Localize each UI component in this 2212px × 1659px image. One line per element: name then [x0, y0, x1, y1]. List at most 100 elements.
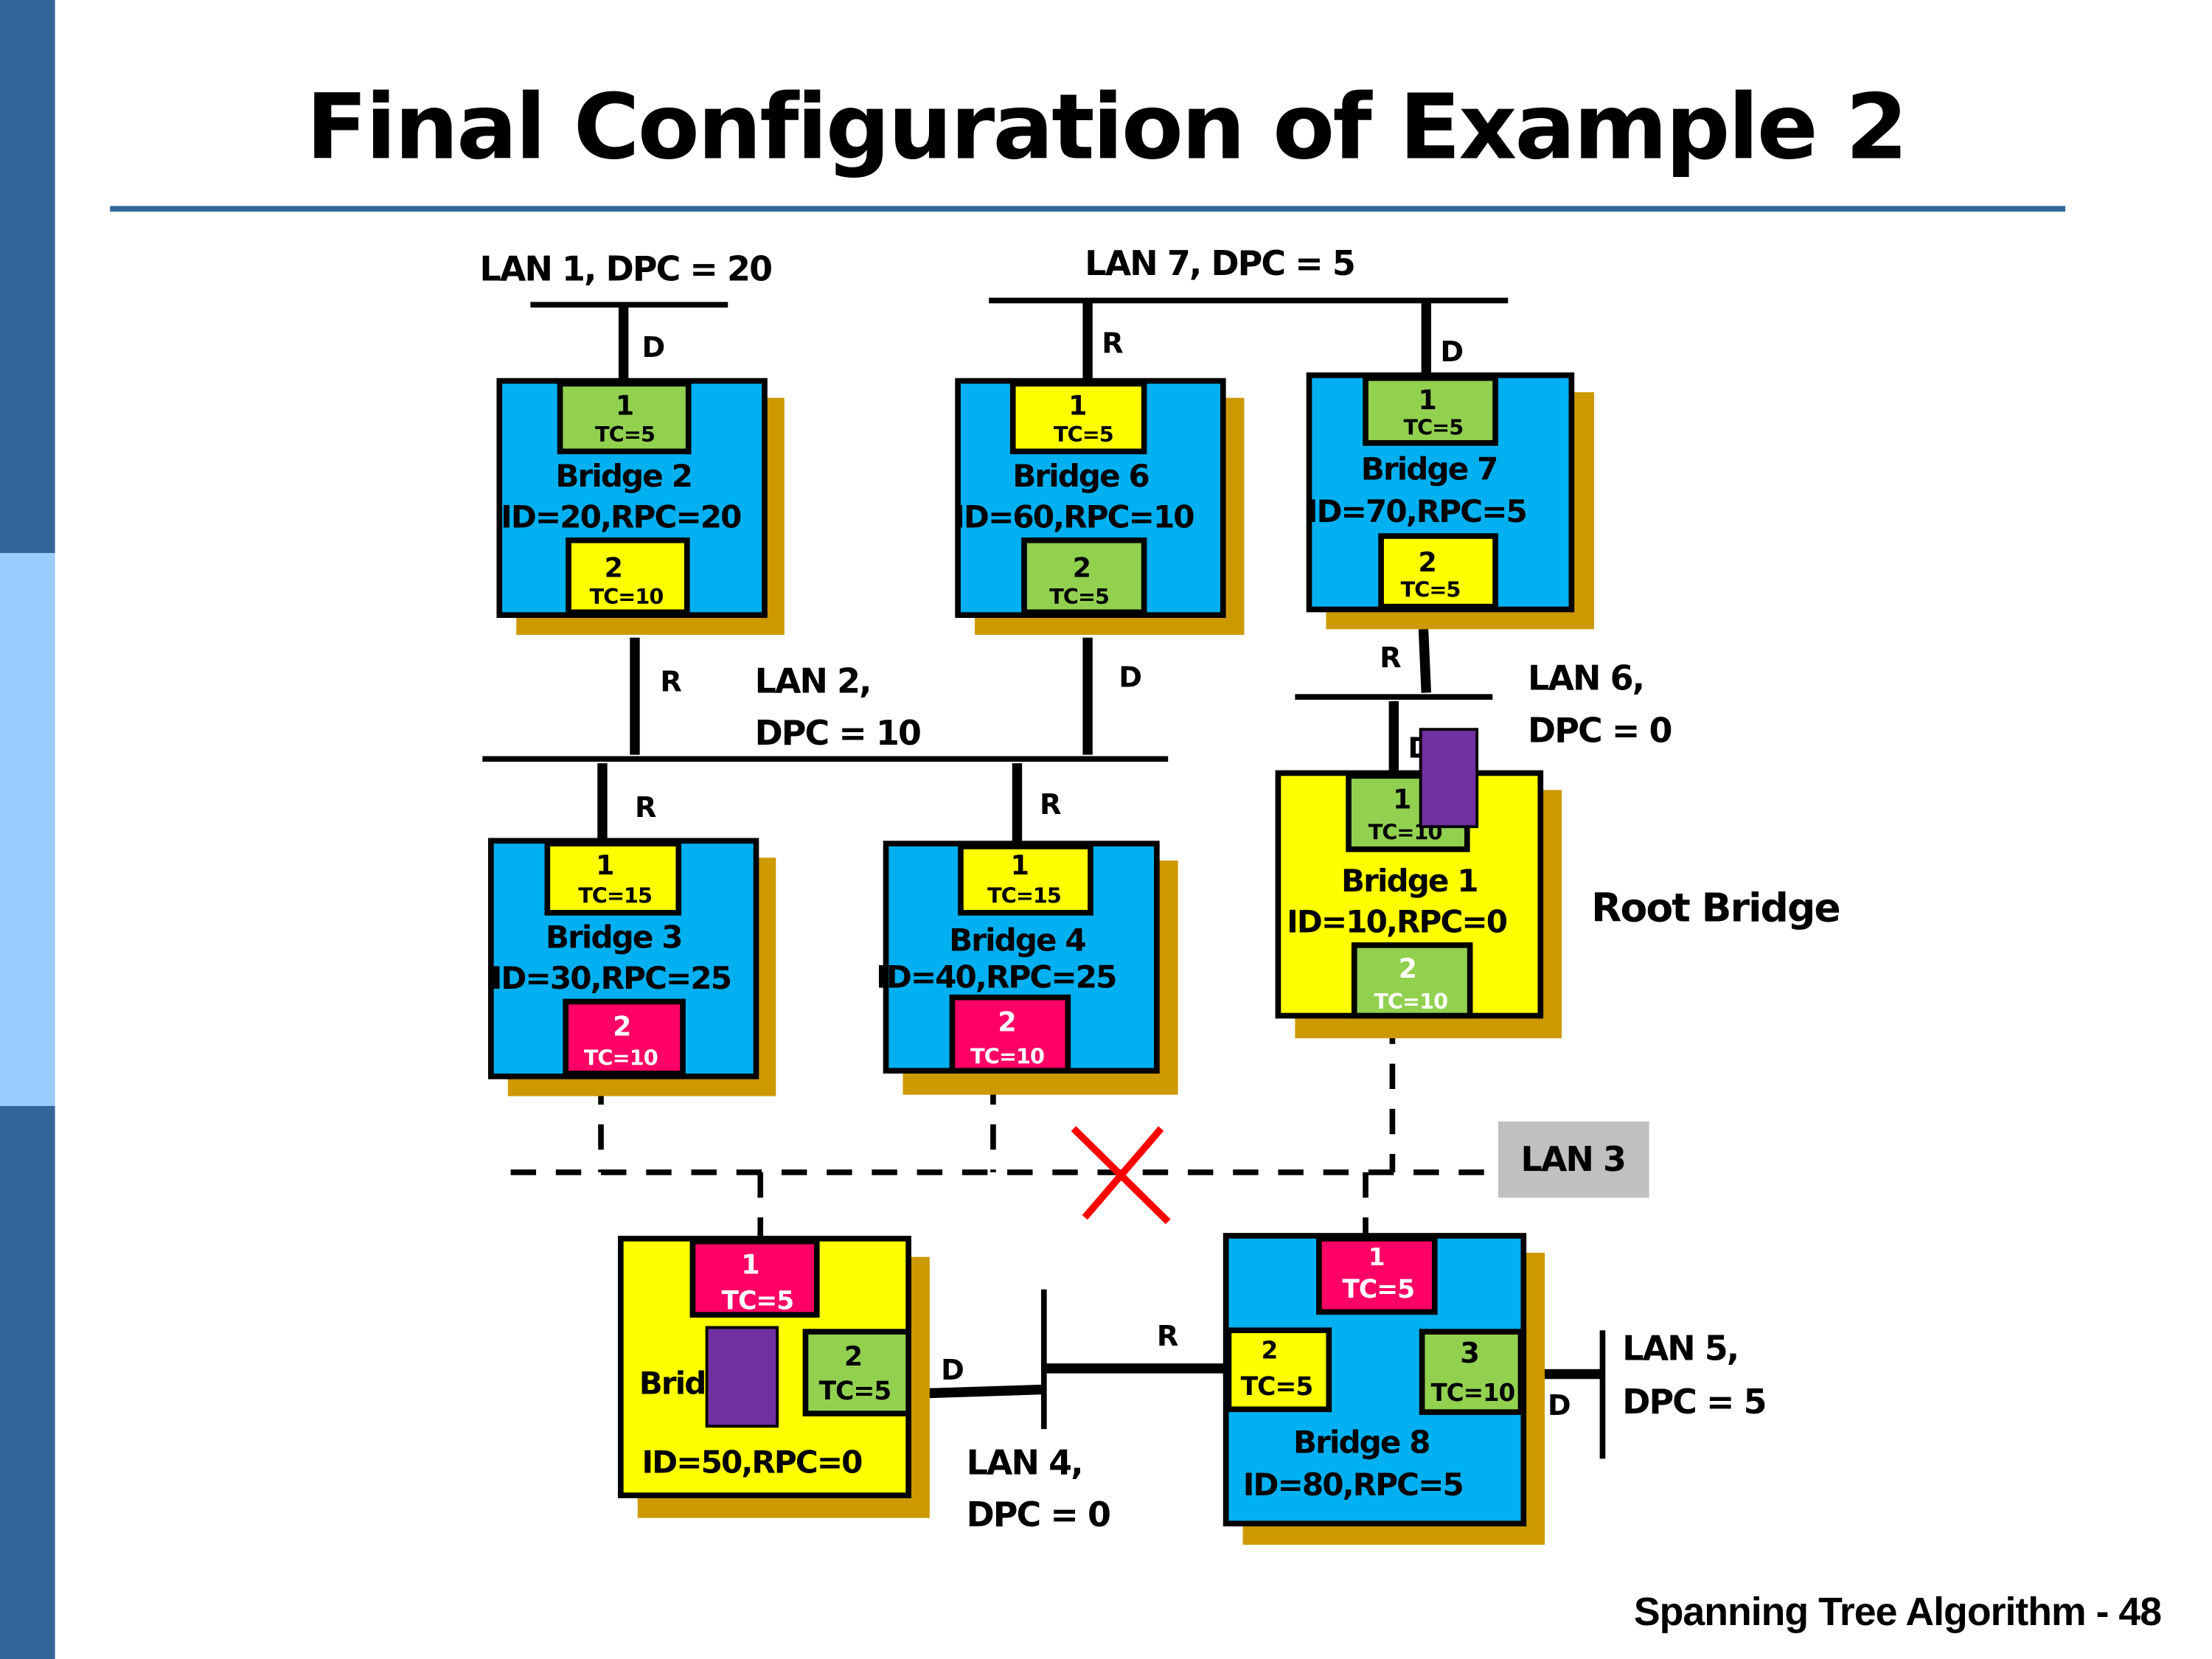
port-number: 3 — [1460, 1337, 1480, 1370]
blocked-link-x-icon — [1071, 1126, 1171, 1225]
bridge-7-port-2[interactable]: 2 TC=5 — [1378, 533, 1498, 610]
lan1-label: LAN 1, DPC = 20 — [480, 249, 772, 289]
lan4-label-line2: DPC = 0 — [967, 1495, 1110, 1534]
bridge-7[interactable]: 1 TC=5 Bridge 7 ID=70,RPC=5 2 TC=5 — [1306, 372, 1594, 630]
lan7-label: LAN 7, DPC = 5 — [1085, 243, 1354, 283]
sidebar-segment-bottom — [0, 1106, 55, 1659]
port-cost: TC=10 — [970, 1044, 1044, 1069]
slide-footer: Spanning Tree Algorithm - 48 — [1634, 1590, 2161, 1634]
port-cost: TC=15 — [578, 883, 652, 908]
slide-title: Final Configuration of Example 2 — [306, 74, 1906, 179]
port-cost: TC=5 — [1342, 1275, 1414, 1304]
port-number: 1 — [1393, 783, 1411, 815]
port-cost: TC=10 — [1374, 989, 1447, 1014]
bridge-info: ID=30,RPC=25 — [491, 960, 731, 996]
link-b7-lan6 — [1418, 629, 1432, 693]
port-number: 2 — [605, 552, 623, 584]
lan5-label-line2: DPC = 5 — [1622, 1382, 1765, 1422]
bridge-4-port-2[interactable]: 2 TC=10 — [949, 994, 1071, 1074]
role-b2-p1: D — [642, 331, 666, 364]
port-cost: TC=15 — [987, 883, 1061, 908]
port-cost: TC=5 — [1049, 584, 1109, 609]
port-number: 2 — [998, 1006, 1016, 1038]
bridge-1[interactable]: 1 TC=10 Bridge 1 ID=10,RPC=0 2 TC=10 — [1275, 728, 1562, 1039]
sidebar-segment-top — [0, 0, 55, 553]
bridge-info: ID=80,RPC=5 — [1243, 1467, 1463, 1503]
bridge-3[interactable]: 1 TC=15 Bridge 3 ID=30,RPC=25 2 TC=10 — [487, 838, 776, 1096]
link-b5-lan4 — [909, 1384, 1042, 1399]
port-number: 1 — [1068, 389, 1087, 421]
port-number: 1 — [596, 849, 614, 881]
bridge-1-port-2[interactable]: 2 TC=10 — [1351, 942, 1473, 1019]
blocker-marker — [1419, 728, 1479, 829]
port-cost: TC=5 — [1401, 577, 1461, 602]
bridge-info: ID=40,RPC=25 — [876, 959, 1116, 995]
bridge-2[interactable]: 1 TC=5 Bridge 2 ID=20,RPC=20 2 TC=10 — [496, 378, 785, 635]
bridge-name: Bridge 2 — [555, 458, 692, 494]
bridge-8-port-2[interactable]: 2 TC=5 — [1225, 1327, 1332, 1413]
port-cost: TC=5 — [1241, 1372, 1313, 1402]
bridge-info: ID=20,RPC=20 — [501, 499, 741, 535]
port-number: 1 — [1011, 849, 1029, 881]
bridge-7-port-1[interactable]: 1 TC=5 — [1363, 375, 1498, 446]
lan2-label-line2: DPC = 10 — [755, 713, 920, 753]
bridge-name: Bridge 8 — [1293, 1425, 1430, 1461]
bridge-4[interactable]: 1 TC=15 Bridge 4 ID=40,RPC=25 2 TC=10 — [876, 841, 1178, 1095]
bridge-3-port-2[interactable]: 2 TC=10 — [563, 998, 686, 1077]
role-b6-p2: D — [1119, 661, 1142, 695]
role-b8-p3: D — [1548, 1389, 1571, 1422]
port-cost: TC=10 — [584, 1046, 658, 1071]
port-number: 2 — [1073, 552, 1091, 584]
bridge-name: Bridge 1 — [1341, 863, 1478, 899]
port-cost: TC=5 — [722, 1287, 794, 1316]
bridge-name: Bridge 7 — [1361, 451, 1498, 487]
sidebar-segment-middle — [0, 553, 55, 1106]
port-cost: TC=5 — [1054, 422, 1113, 447]
port-number: 1 — [741, 1249, 759, 1281]
bridge-8[interactable]: 1 TC=5 2 TC=5 3 TC=10 Bridge 8 ID=80,RPC… — [1222, 1233, 1545, 1545]
port-number: 1 — [616, 389, 634, 421]
role-b6-p1: R — [1102, 327, 1123, 360]
bridge-5[interactable]: 1 TC=5 2 TC=5 Brid ID=50,RPC=0 — [618, 1236, 930, 1518]
port-cost: TC=5 — [1403, 414, 1463, 439]
lan4-label-line1: LAN 4, — [967, 1442, 1082, 1482]
bridge-5-port-2[interactable]: 2 TC=5 — [802, 1329, 911, 1416]
bridge-info: ID=60,RPC=10 — [953, 499, 1194, 535]
title-rule — [110, 206, 2066, 212]
port-cost: TC=10 — [590, 584, 664, 609]
bridge-6-port-2[interactable]: 2 TC=5 — [1021, 537, 1147, 616]
role-b3-p1: R — [635, 791, 656, 824]
port-cost: TC=5 — [595, 422, 655, 447]
bridge-name: Bridge 4 — [949, 922, 1085, 959]
bridge-2-port-2[interactable]: 2 TC=10 — [566, 537, 690, 616]
role-b2-p2: R — [660, 665, 681, 698]
role-b4-p1: R — [1040, 788, 1061, 821]
port-number: 2 — [1399, 953, 1417, 984]
bridge-1-port-1[interactable]: 1 TC=10 — [1346, 773, 1470, 852]
root-bridge-label: Root Bridge — [1591, 884, 1840, 931]
port-number: 2 — [844, 1340, 863, 1372]
port-number: 1 — [1368, 1243, 1385, 1271]
port-number: 2 — [1262, 1336, 1279, 1364]
lan3-label: LAN 3 — [1521, 1139, 1626, 1179]
bridge-8-port-1[interactable]: 1 TC=5 — [1316, 1236, 1438, 1315]
bridge-3-port-1[interactable]: 1 TC=15 — [544, 841, 682, 916]
bridge-4-port-1[interactable]: 1 TC=15 — [958, 844, 1093, 916]
bridge-6[interactable]: 1 TC=5 Bridge 6 ID=60,RPC=10 2 TC=5 — [953, 378, 1245, 635]
role-b8-p2: R — [1157, 1320, 1178, 1353]
bridge-6-port-1[interactable]: 1 TC=5 — [1009, 380, 1147, 455]
bridge-name: Bridge 6 — [1012, 458, 1149, 494]
lan3-label-box — [1498, 1121, 1649, 1198]
lan6-label-line1: LAN 6, — [1528, 658, 1644, 698]
lan2-label-line1: LAN 2, — [755, 661, 871, 700]
bridge-info: ID=10,RPC=0 — [1287, 904, 1507, 940]
blocker-marker — [705, 1326, 779, 1428]
bridge-8-port-3[interactable]: 3 TC=10 — [1419, 1329, 1524, 1416]
role-b7-p1: D — [1440, 335, 1464, 369]
bridge-info: ID=50,RPC=0 — [642, 1444, 863, 1480]
bridge-info: ID=70,RPC=5 — [1307, 493, 1526, 529]
bridge-5-port-1[interactable]: 1 TC=5 — [689, 1238, 820, 1318]
bridge-name: Bridge 3 — [546, 919, 682, 956]
bridge-2-port-1[interactable]: 1 TC=5 — [557, 380, 692, 455]
